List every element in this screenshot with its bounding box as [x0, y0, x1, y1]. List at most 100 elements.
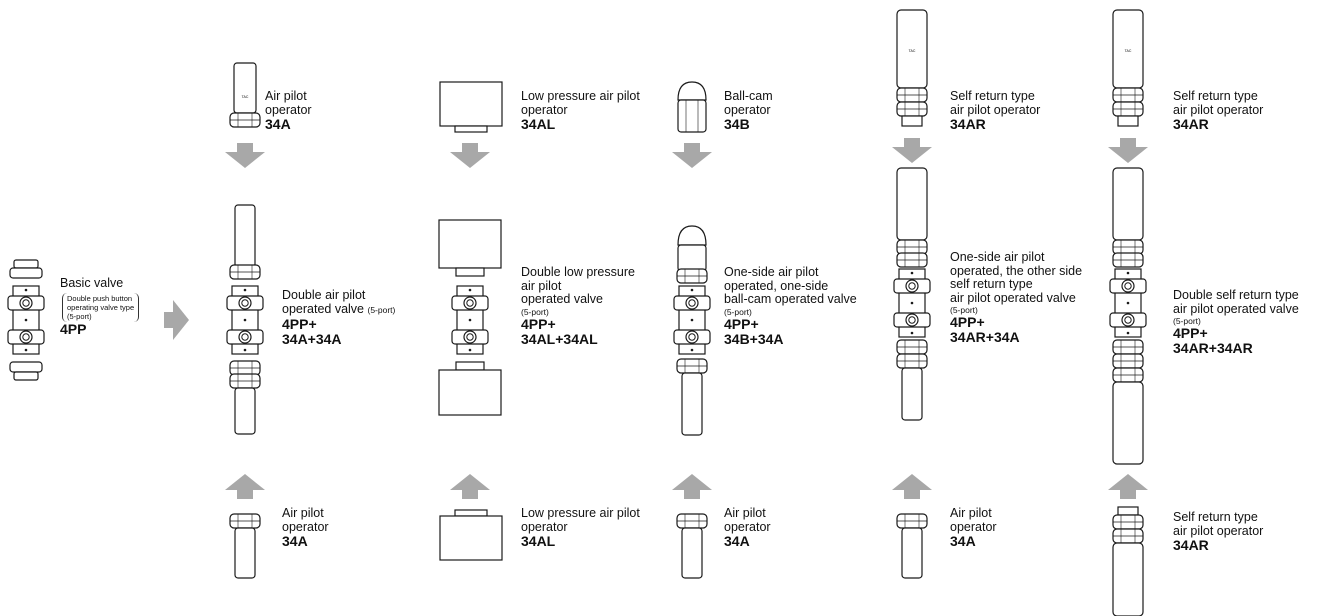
valve-34A-34A-drawing	[227, 204, 263, 435]
svg-text:TAC: TAC	[909, 49, 916, 53]
port-note: (5-port)	[367, 304, 396, 315]
label-line: operator	[521, 519, 568, 534]
label-line: operated, the other side	[950, 263, 1083, 278]
label-line: operated, one-side	[724, 278, 829, 293]
port-note: (5-port)	[521, 306, 549, 317]
label-line: air pilot operator	[1173, 102, 1264, 117]
operator-34AR-bottom-drawing	[1112, 506, 1144, 616]
label-line: air pilot	[521, 278, 562, 293]
svg-text:TAC: TAC	[1125, 49, 1132, 53]
label-line: air pilot operator	[950, 102, 1041, 117]
label-line: Self return type	[1173, 89, 1258, 103]
operator-34AR-top-drawing: TAC	[1112, 9, 1144, 127]
operator-34AR-top-drawing: TAC	[896, 9, 928, 127]
model-code: 4PP+	[950, 314, 985, 330]
model-code: 34AR	[1173, 116, 1209, 132]
label-line: operator	[265, 102, 312, 117]
basic-valve-note: Double push button operating valve type …	[62, 293, 140, 322]
label-line: operator	[521, 102, 568, 117]
top-operator-label: Low pressure air pilot operator 34AL	[521, 89, 640, 132]
model-code: 4PP+	[521, 315, 556, 332]
valve-label: One-side air pilot operated, the other s…	[950, 250, 1083, 345]
label-line: Low pressure air pilot	[521, 89, 640, 103]
model-code: 34B+34A	[724, 330, 784, 347]
label-line: operator	[282, 519, 329, 534]
valve-label: Double self return type air pilot operat…	[1173, 288, 1299, 356]
operator-34A-bottom-drawing	[676, 513, 708, 579]
operator-34A-bottom-drawing	[896, 513, 928, 579]
basic-valve-note-line: (5-port)	[67, 312, 92, 321]
label-line: operator	[724, 102, 771, 117]
model-code: 34A+34A	[282, 331, 342, 347]
model-code: 34AR+34AR	[1173, 340, 1253, 356]
operator-34B-top-drawing	[677, 81, 707, 133]
operator-34A-bottom-drawing	[229, 513, 261, 579]
flow-arrow	[892, 138, 932, 163]
valve-label: Double low pressure air pilot operated v…	[521, 265, 635, 347]
label-line: air pilot operated valve	[950, 290, 1076, 305]
label-line: Air pilot	[724, 506, 766, 520]
valve-34AL-34AL-drawing	[438, 219, 502, 416]
bottom-operator-label: Air pilot operator 34A	[950, 506, 997, 549]
label-line: self return type	[950, 277, 1033, 291]
label-line: operator	[950, 519, 997, 534]
model-code: 34AL	[521, 116, 556, 132]
port-note: (5-port)	[724, 306, 752, 317]
label-line: operator	[724, 519, 771, 534]
flow-arrow	[225, 143, 265, 168]
top-operator-label: Self return type air pilot operator 34AR	[1173, 89, 1264, 132]
label-line: One-side air pilot	[950, 250, 1045, 264]
flow-arrow	[164, 300, 189, 340]
bottom-operator-label: Self return type air pilot operator 34AR	[1173, 510, 1264, 553]
operator-34AL-bottom-drawing	[439, 509, 503, 561]
label-line: air pilot operator	[1173, 523, 1264, 538]
valve-34AR-34AR-drawing	[1110, 167, 1146, 465]
valve-label: One-side air pilot operated, one-side ba…	[724, 265, 857, 347]
flow-arrow	[1108, 474, 1148, 499]
model-code: 4PP+	[724, 315, 759, 332]
label-line: Self return type	[1173, 510, 1258, 524]
label-line: One-side air pilot	[724, 265, 819, 279]
operator-34A-top-drawing: TAC	[229, 62, 261, 128]
model-code: 34AL+34AL	[521, 330, 598, 347]
top-operator-label: Ball-cam operator 34B	[724, 89, 773, 132]
label-line: Double self return type	[1173, 288, 1299, 302]
flow-arrow	[892, 474, 932, 499]
svg-text:TAC: TAC	[242, 95, 249, 99]
basic-valve-note-line: operating valve type	[67, 303, 135, 312]
bottom-operator-label: Air pilot operator 34A	[282, 506, 329, 549]
valve-34B-34A-drawing	[674, 225, 710, 436]
model-code: 34AL	[521, 533, 556, 549]
label-line: Ball-cam	[724, 89, 773, 103]
flow-arrow	[225, 474, 265, 499]
label-line: ball-cam operated valve	[724, 292, 857, 306]
model-code: 34A	[724, 533, 750, 549]
port-note: (5-port)	[950, 305, 978, 315]
flow-arrow	[1108, 138, 1148, 163]
label-line: Air pilot	[282, 506, 324, 520]
label-line: air pilot operated valve	[1173, 301, 1299, 316]
label-line: operated valve	[521, 292, 604, 306]
model-code: 34B	[724, 116, 750, 132]
label-line: Low pressure air pilot	[521, 506, 640, 520]
model-code: 34A	[950, 533, 976, 549]
bottom-operator-label: Air pilot operator 34A	[724, 506, 771, 549]
label-line: Air pilot	[950, 506, 992, 520]
model-code: 34AR	[950, 116, 986, 132]
label-line: Double low pressure	[521, 265, 635, 279]
basic-valve-note-line: Double push button	[67, 294, 133, 303]
basic-valve-name: Basic valve	[60, 276, 124, 290]
model-code: 4PP+	[1173, 325, 1208, 341]
basic-valve-code: 4PP	[60, 321, 87, 337]
model-code: 4PP+	[282, 316, 317, 332]
valve-34AR-34A-drawing	[894, 167, 930, 421]
label-line: Self return type	[950, 89, 1035, 103]
operator-34AL-top-drawing	[439, 81, 503, 133]
flow-arrow	[450, 474, 490, 499]
label-line: Double air pilot	[282, 288, 366, 302]
valve-label: Double air pilot operated valve (5-port)…	[282, 288, 396, 347]
label-line: Air pilot	[265, 89, 307, 103]
port-note: (5-port)	[1173, 316, 1201, 326]
